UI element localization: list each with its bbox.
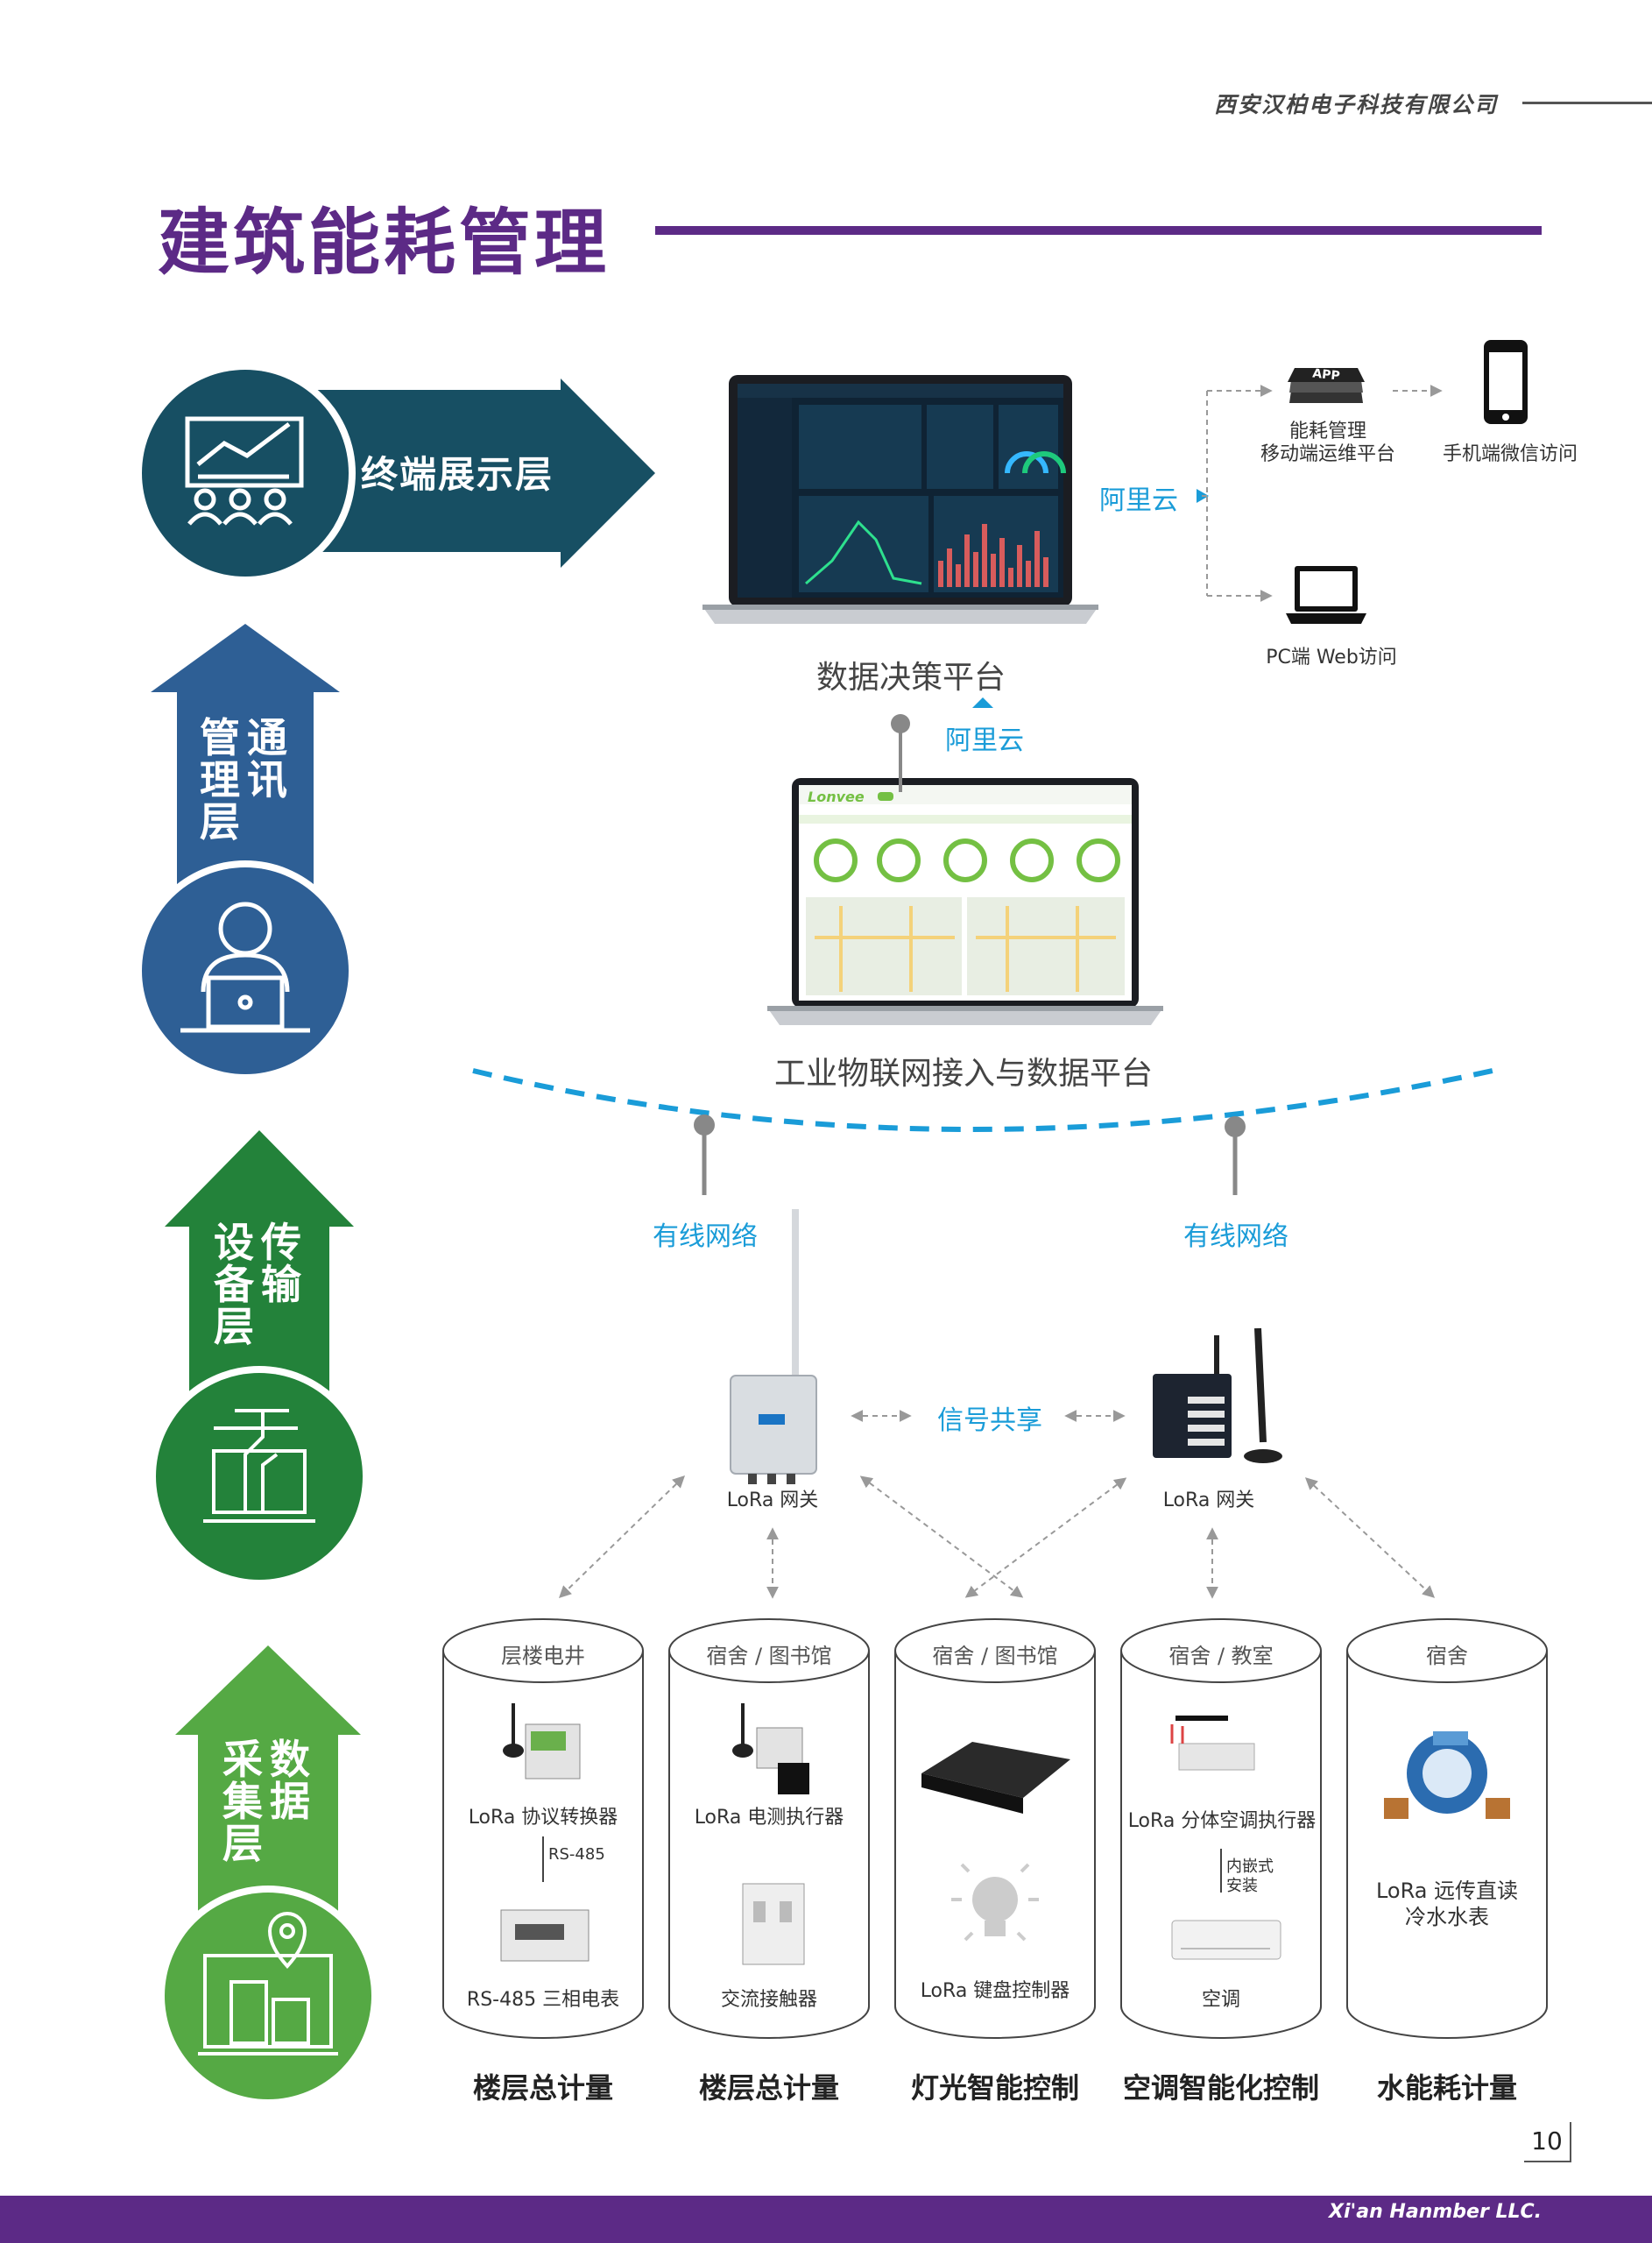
- app-stack-icon: [1288, 368, 1365, 403]
- cylinder-5-item1-line2: 冷水水表: [1405, 1905, 1489, 1929]
- app-label-line2: 移动端运维平台: [1260, 443, 1395, 465]
- cylinder-4-bottom: 空调智能化控制: [1122, 2071, 1319, 2105]
- pc-access-label: PC端 Web访问: [1266, 647, 1397, 669]
- lora-metering-executor-device: [732, 1703, 809, 1794]
- lora-gateway-left: [730, 1209, 817, 1484]
- decision-laptop: [702, 375, 1098, 624]
- transmission-layer-label-col1: 传输: [261, 1219, 303, 1308]
- acquisition-layer-label-col2: 采集层: [222, 1736, 265, 1867]
- header-divider: [1522, 102, 1652, 104]
- cylinder-2-item2: 交流接触器: [720, 1989, 817, 2011]
- iot-logo: Lonvee: [808, 789, 865, 805]
- cylinder-2-item1: LoRa 电测执行器: [694, 1807, 844, 1829]
- footer-bar: [0, 2196, 1652, 2243]
- air-conditioner-device: [1171, 1920, 1281, 1960]
- cylinder-4-item1: LoRa 分体空调执行器: [1127, 1810, 1317, 1832]
- title-rule: [655, 226, 1542, 235]
- ac-contactor-device: [742, 1883, 805, 1965]
- cylinder-4-item2: 空调: [1201, 1989, 1240, 2011]
- water-meter-device: [1384, 1731, 1510, 1819]
- three-phase-meter-device: [500, 1909, 589, 1962]
- cylinder-5-bottom: 水能耗计量: [1376, 2071, 1517, 2105]
- decision-platform-label: 数据决策平台: [815, 660, 1006, 696]
- comm-layer-label-col1: 通讯: [247, 714, 289, 803]
- gateway-right-label: LoRa 网关: [1162, 1489, 1255, 1511]
- cylinder-1-bottom: 楼层总计量: [472, 2071, 613, 2105]
- building-map-icon: [198, 1911, 338, 2055]
- keypad-controller-device: [921, 1742, 1070, 1814]
- cylinder-3-item1: LoRa 键盘控制器: [920, 1980, 1070, 2002]
- cylinder-5-item1-line1: LoRa 远传直读: [1375, 1879, 1519, 1903]
- cylinder-1-item1: LoRa 协议转换器: [468, 1807, 618, 1829]
- iot-laptop: [767, 778, 1163, 1025]
- ac-executor-device: [1170, 1716, 1255, 1771]
- aliyun-label-up: 阿里云: [945, 725, 1024, 756]
- network-arc: [472, 1068, 1493, 1132]
- wired-network-left: 有线网络: [653, 1221, 758, 1252]
- operator-icon: [180, 902, 310, 1033]
- cylinder-1-link: RS-485: [548, 1845, 605, 1864]
- aliyun-label-right: 阿里云: [1099, 485, 1178, 516]
- signal-share-label: 信号共享: [937, 1405, 1042, 1436]
- lora-gateway-right: [1153, 1327, 1282, 1463]
- transmission-layer-label-col2: 设备层: [214, 1219, 256, 1350]
- wired-network-right: 有线网络: [1183, 1221, 1288, 1252]
- app-label-line1: 能耗管理: [1288, 421, 1366, 442]
- phone-icon: [1484, 340, 1528, 424]
- presentation-icon: [185, 416, 304, 526]
- footer-brand: Xi'an Hanmber LLC.: [1329, 2201, 1542, 2223]
- mobile-access-label: 手机端微信访问: [1442, 443, 1578, 465]
- acquisition-layer-label-col1: 数据: [270, 1736, 312, 1825]
- transmission-layer-arrow: [149, 1130, 370, 1587]
- comm-layer-label-col2: 管理层: [200, 714, 242, 846]
- lora-converter-device: [503, 1703, 581, 1780]
- cylinder-2-bottom: 楼层总计量: [698, 2071, 839, 2105]
- page-number: 10: [1524, 2122, 1571, 2162]
- gateway-left-label: LoRa 网关: [726, 1489, 819, 1511]
- comm-layer-arrow: [135, 624, 356, 1081]
- page-title: 建筑能耗管理: [158, 202, 611, 285]
- cylinder-4-title: 宿舍 / 教室: [1168, 1644, 1274, 1668]
- cylinder-1-title: 层楼电井: [501, 1644, 585, 1668]
- cylinder-3-title: 宿舍 / 图书馆: [932, 1644, 1058, 1668]
- cylinder-2-title: 宿舍 / 图书馆: [706, 1644, 832, 1668]
- device-icon: [203, 1409, 315, 1523]
- terminal-layer-label: 终端展示层: [361, 453, 554, 496]
- iot-platform-label: 工业物联网接入与数据平台: [773, 1056, 1153, 1092]
- cylinder-3-bottom: 灯光智能控制: [910, 2071, 1079, 2105]
- cylinder-4-link-line1: 内嵌式: [1226, 1857, 1274, 1876]
- cylinder-1-item2: RS-485 三相电表: [466, 1989, 620, 2011]
- pc-laptop-icon: [1286, 566, 1366, 624]
- cylinder-4-link-line2: 安装: [1226, 1877, 1258, 1895]
- cylinder-5-title: 宿舍: [1426, 1644, 1468, 1668]
- light-bulb-icon: [951, 1863, 1039, 1942]
- company-name: 西安汉柏电子科技有限公司: [1213, 92, 1498, 117]
